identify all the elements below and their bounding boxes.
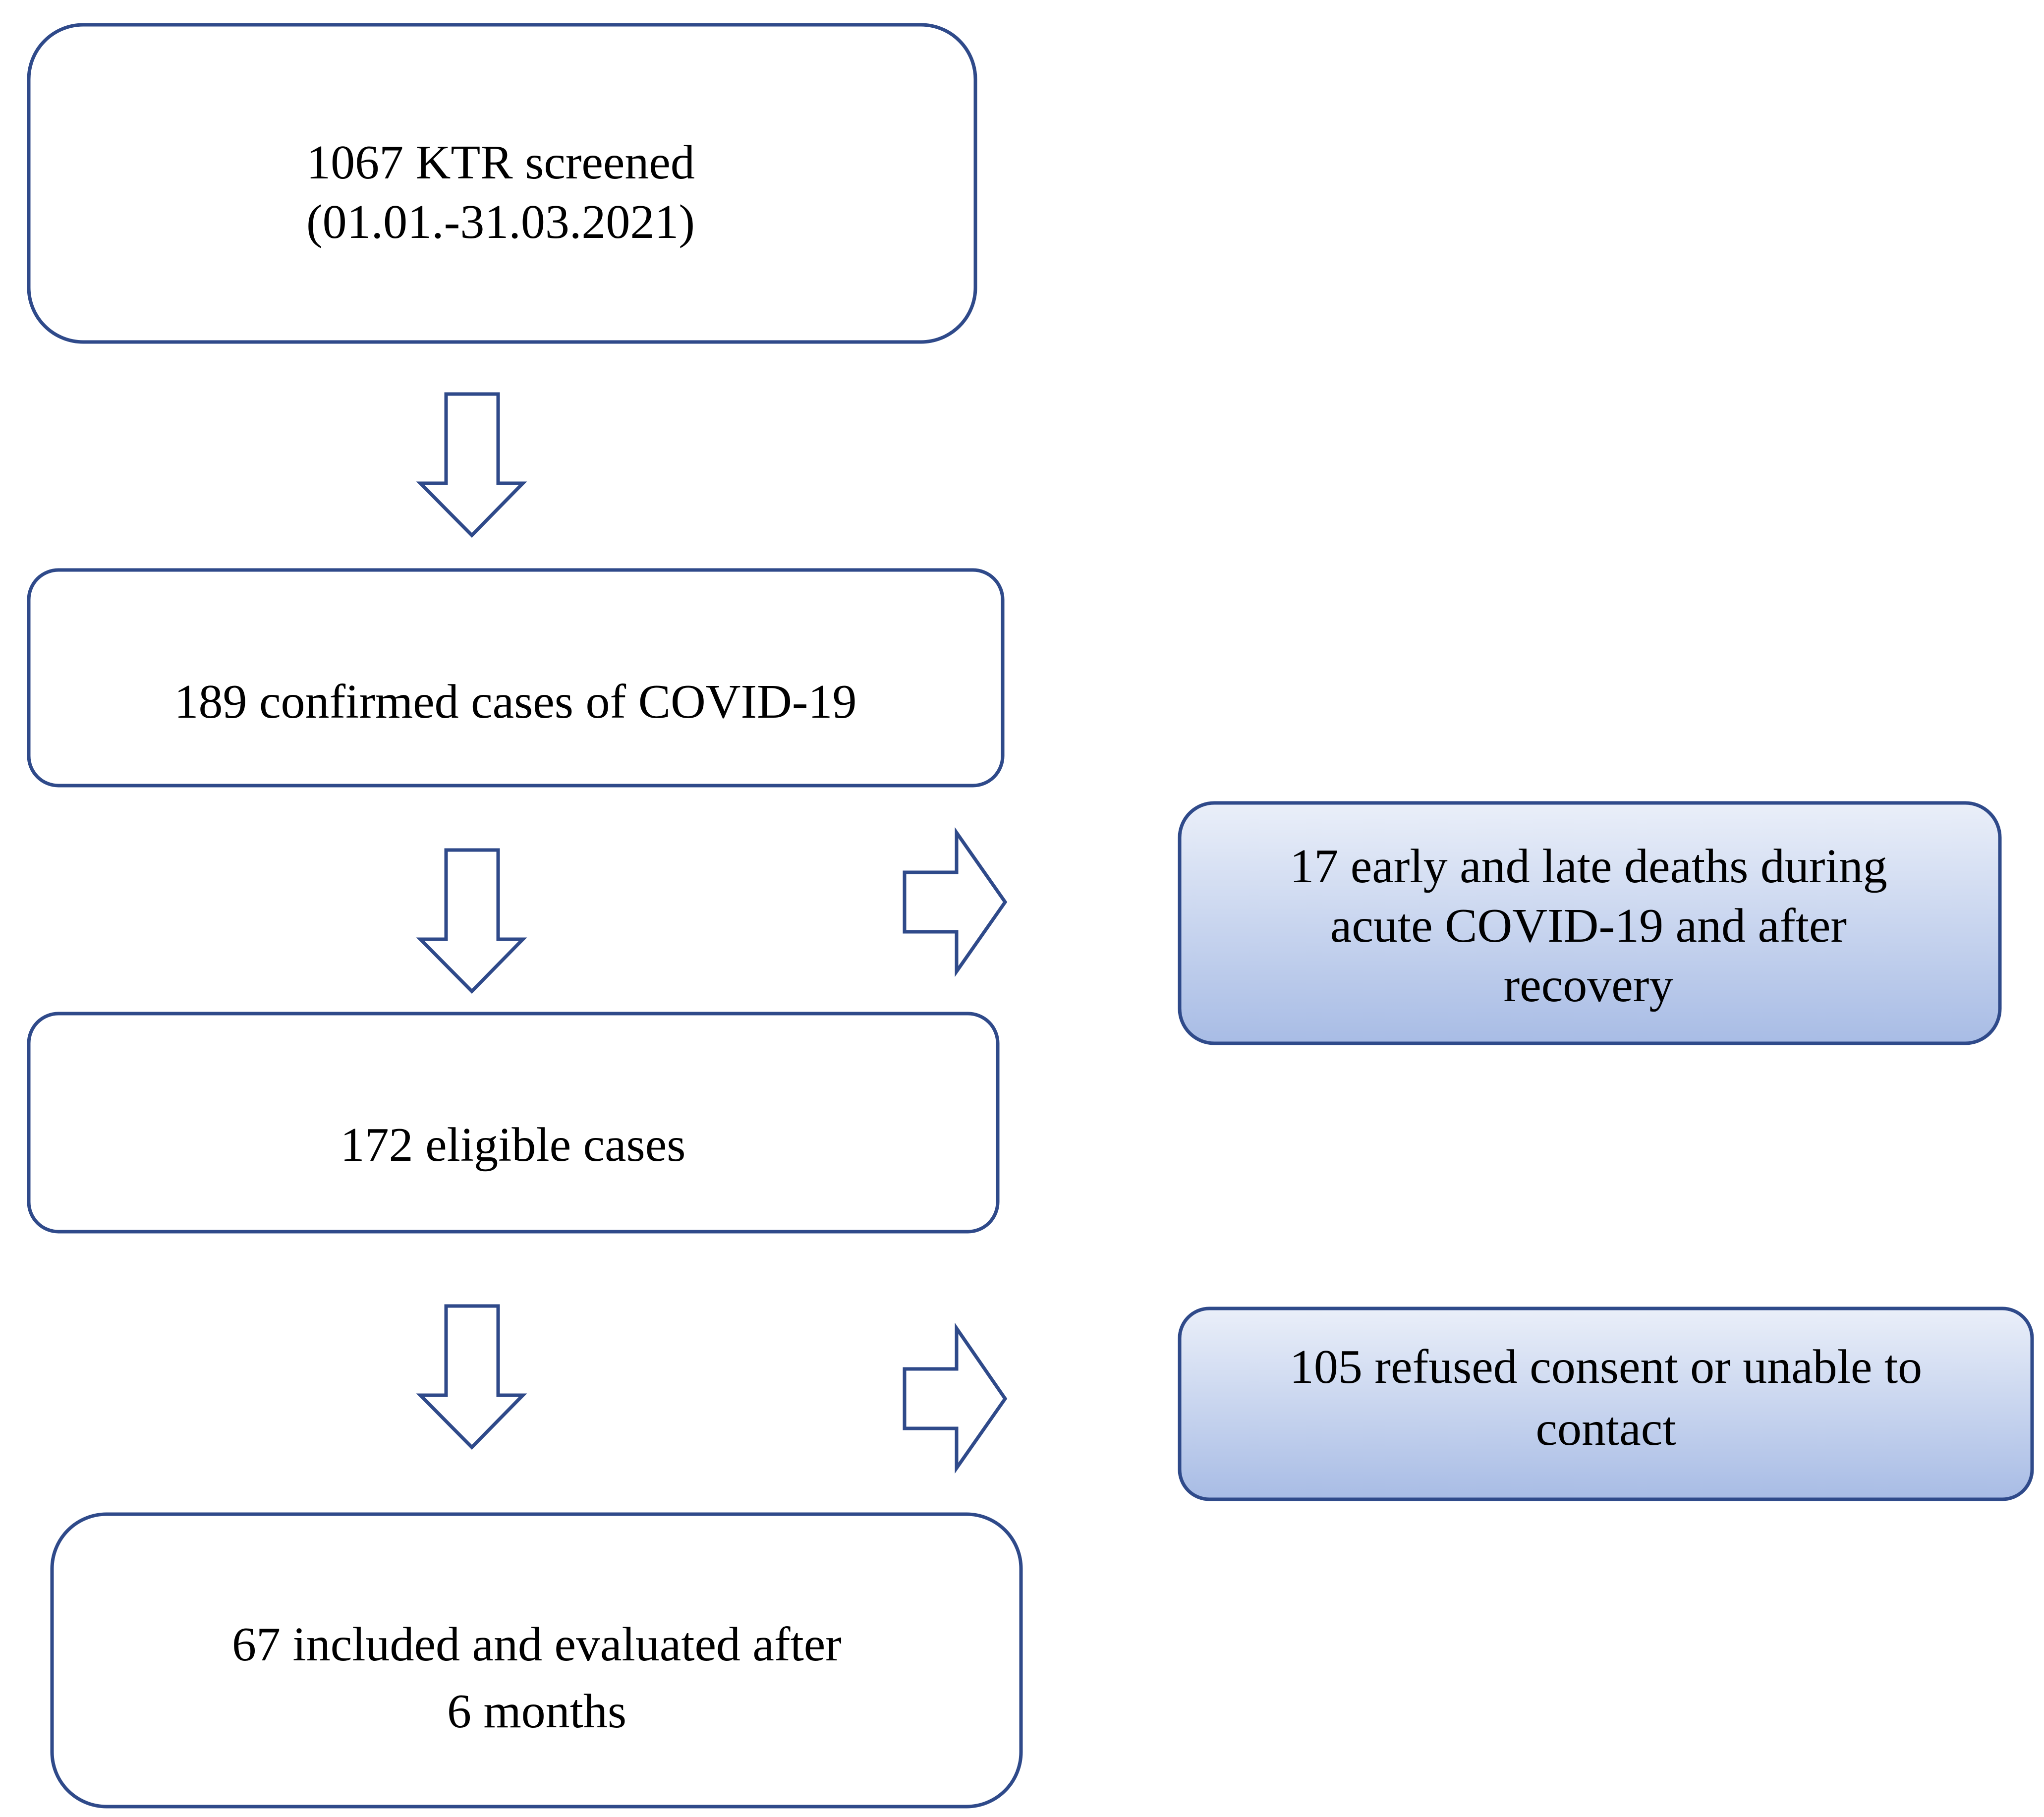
included-text-line1: 67 included and evaluated after xyxy=(232,1618,842,1671)
eligible-box xyxy=(27,1012,1000,1234)
deaths-text-line2: acute COVID-19 and after xyxy=(1330,899,1847,953)
deaths-text-line3: recovery xyxy=(1504,959,1674,1012)
screened-text-line2: (01.01.-31.03.2021) xyxy=(306,195,695,249)
down-arrow-2 xyxy=(416,848,527,994)
included-text-line2: 6 months xyxy=(447,1685,626,1738)
down-arrow-1 xyxy=(416,392,527,538)
screened-text-line1: 1067 KTR screened xyxy=(306,136,695,189)
confirmed-box xyxy=(27,568,1005,788)
refused-text-line2: contact xyxy=(1536,1402,1676,1456)
deaths-text-line1: 17 early and late deaths during xyxy=(1290,840,1887,893)
screened-box xyxy=(27,23,977,344)
refused-box xyxy=(1178,1306,2034,1501)
down-arrow-3 xyxy=(416,1304,527,1450)
deaths-box xyxy=(1178,801,2002,1045)
eligible-text: 172 eligible cases xyxy=(341,1118,686,1172)
right-arrow-2 xyxy=(903,1322,1008,1474)
confirmed-text: 189 confirmed cases of COVID-19 xyxy=(174,675,856,729)
refused-text-line1: 105 refused consent or unable to xyxy=(1290,1340,1922,1394)
included-box xyxy=(50,1512,1023,1809)
right-arrow-1 xyxy=(903,827,1008,977)
